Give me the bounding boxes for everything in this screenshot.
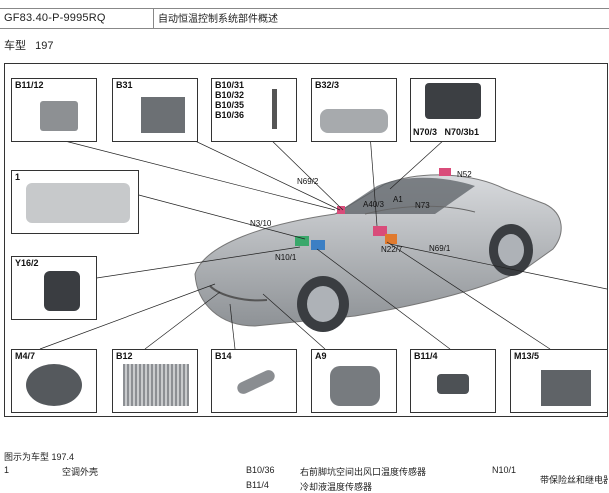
sensor-photo bbox=[272, 89, 277, 129]
callout-n10-1: N10/1 bbox=[275, 253, 297, 262]
callout-n22-7: N22/7 bbox=[381, 245, 403, 254]
component-box-m13-5: M13/5 bbox=[510, 349, 608, 413]
header-top-rule bbox=[0, 8, 609, 9]
component-label: B11/4 bbox=[414, 351, 438, 361]
component-box-housing: 1 bbox=[11, 170, 139, 234]
component-box-b11-12: B11/12 bbox=[11, 78, 97, 142]
component-box-b31: B31 bbox=[112, 78, 198, 142]
header-bottom-rule bbox=[0, 28, 609, 29]
component-label: 1 bbox=[15, 172, 21, 182]
legend-text-b10-36: 右前脚坑空间出风口温度传感器 bbox=[300, 467, 427, 477]
component-box-b32-3: B32/3 bbox=[311, 78, 397, 142]
pump-photo bbox=[541, 370, 591, 406]
document-title: 自动恒温控制系统部件概述 bbox=[158, 14, 278, 25]
component-box-y16-2: Y16/2 bbox=[11, 256, 97, 320]
component-label: B12 bbox=[116, 351, 133, 361]
sensor-photo bbox=[437, 374, 469, 394]
radiator-photo bbox=[123, 364, 189, 406]
legend-text-1: 空调外壳 bbox=[62, 467, 99, 477]
component-label: B31 bbox=[116, 80, 133, 90]
sensor-photo bbox=[425, 83, 481, 119]
sensor-photo bbox=[40, 101, 78, 131]
diagram-frame: B11/12 B31 B10/31 B10/32 B10/35 B10/36 B… bbox=[4, 63, 608, 417]
component-label: B10/31 B10/32 B10/35 B10/36 bbox=[215, 80, 245, 120]
callout-n69-2: N69/2 bbox=[297, 177, 319, 186]
legend-text-n10-1: 带保险丝和继电器 bbox=[540, 475, 608, 485]
component-label: B11/12 bbox=[15, 80, 44, 90]
legend-text-b11-4: 冷却液温度传感器 bbox=[300, 482, 373, 492]
compressor-photo bbox=[330, 366, 380, 406]
callout-n69-1: N69/1 bbox=[429, 244, 451, 253]
component-label: B32/3 bbox=[315, 80, 340, 90]
component-box-b11-4: B11/4 bbox=[410, 349, 496, 413]
model-line: 车型 197 bbox=[4, 37, 54, 53]
component-box-b10-group: B10/31 B10/32 B10/35 B10/36 bbox=[211, 78, 297, 142]
callout-n52: N52 bbox=[457, 170, 472, 179]
model-label: 车型 bbox=[4, 40, 26, 52]
component-label: A9 bbox=[315, 351, 327, 361]
car-diagram bbox=[39, 128, 607, 350]
housing-photo bbox=[26, 183, 130, 223]
component-box-n70: N70/3 N70/3b1 bbox=[410, 78, 496, 142]
component-box-m4-7: M4/7 bbox=[11, 349, 97, 413]
component-label: N70/3 N70/3b1 bbox=[413, 127, 480, 137]
header-divider bbox=[153, 8, 154, 28]
legend-code-b11-4: B11/4 bbox=[246, 480, 269, 490]
leader-lines bbox=[39, 128, 607, 350]
legend-code-n10-1: N10/1 bbox=[492, 465, 517, 475]
callout-a1: A1 bbox=[393, 195, 403, 204]
component-label: M13/5 bbox=[514, 351, 540, 361]
legend-code-1: 1 bbox=[4, 465, 10, 475]
callout-n3-10: N3/10 bbox=[250, 219, 272, 228]
component-label: B14 bbox=[215, 351, 232, 361]
document-code: GF83.40-P-9995RQ bbox=[4, 12, 106, 24]
model-value: 197 bbox=[35, 40, 54, 52]
legend-code-b10-36: B10/36 bbox=[246, 465, 275, 475]
sensor-photo bbox=[141, 97, 185, 133]
car-illustration bbox=[194, 168, 562, 332]
figure-caption: 图示为车型 197.4 bbox=[4, 452, 75, 462]
valve-photo bbox=[44, 271, 80, 311]
callout-a40-3: A40/3 bbox=[363, 200, 384, 209]
component-label: M4/7 bbox=[15, 351, 36, 361]
sensor-photo bbox=[320, 109, 388, 133]
sensor-photo bbox=[235, 368, 277, 396]
fan-photo bbox=[26, 364, 82, 406]
callout-n73: N73 bbox=[415, 201, 430, 210]
component-label: Y16/2 bbox=[15, 258, 39, 268]
component-box-b12: B12 bbox=[112, 349, 198, 413]
component-box-b14: B14 bbox=[211, 349, 297, 413]
component-box-a9: A9 bbox=[311, 349, 397, 413]
